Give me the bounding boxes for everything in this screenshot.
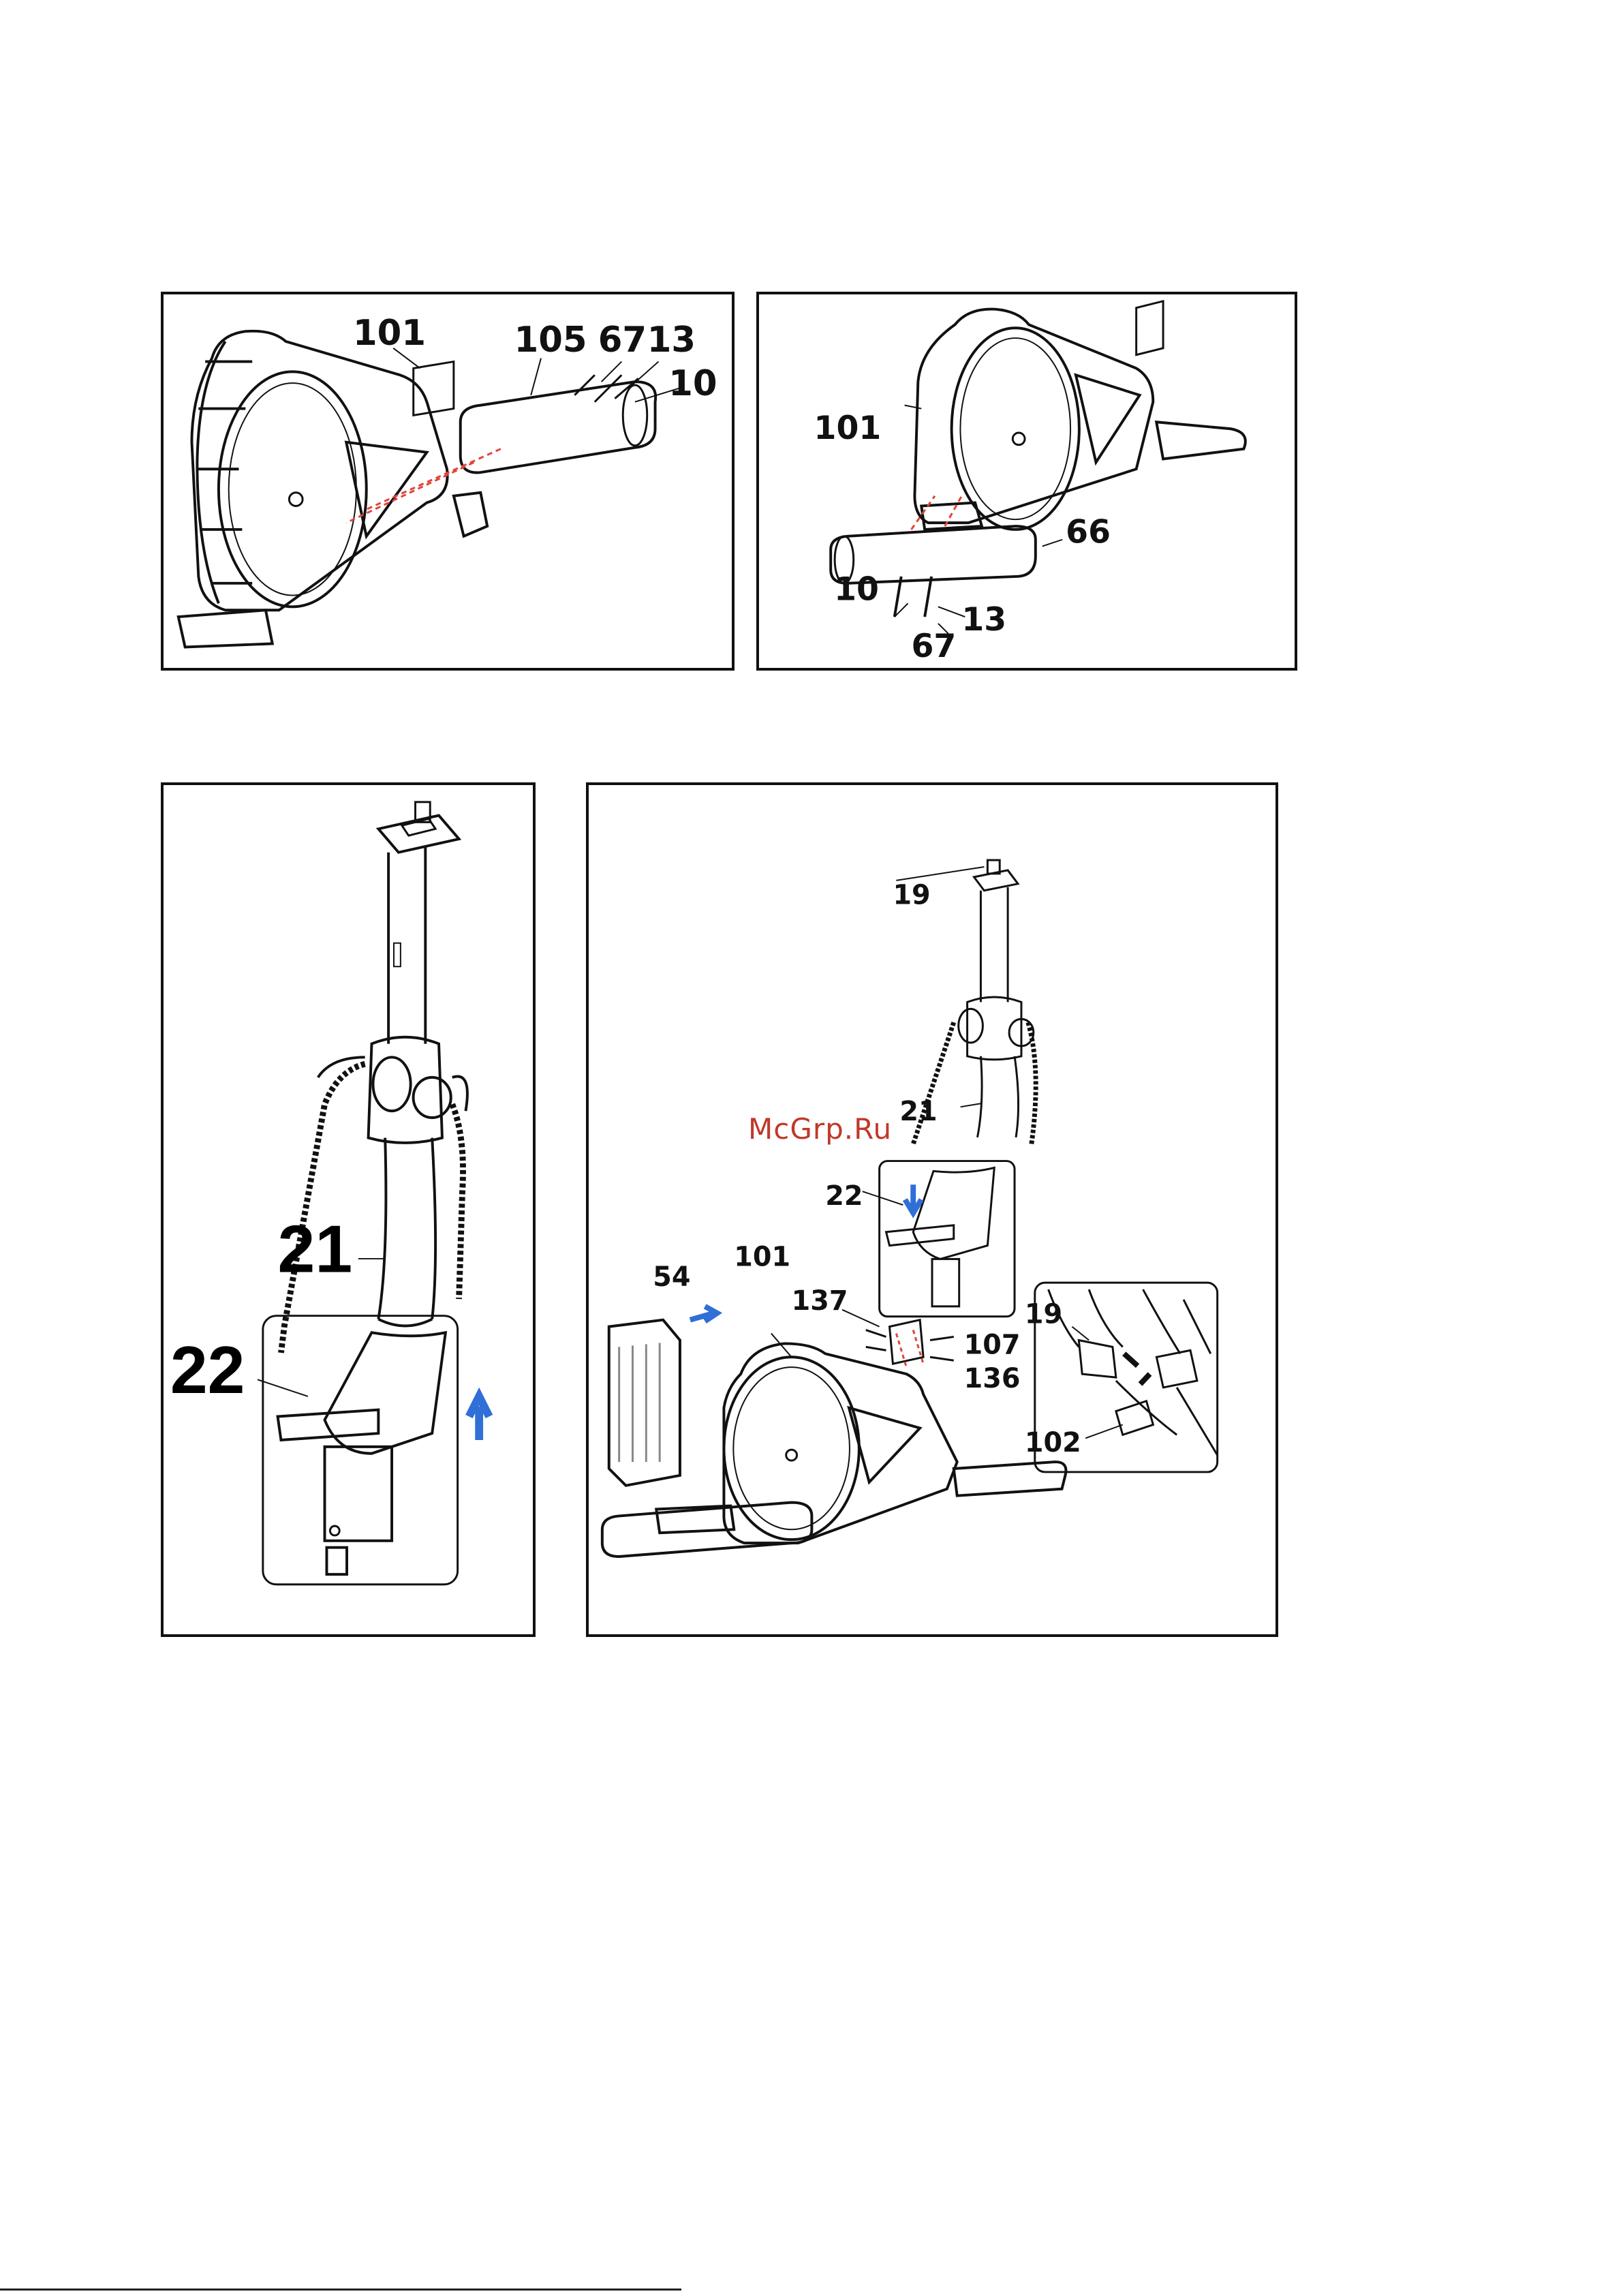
bottom-rule [0, 2289, 681, 2291]
label-136: 136 [964, 1363, 1021, 1394]
figure-panel-post-assembly: 21 22 [161, 782, 536, 1637]
label-21: 21 [899, 1096, 937, 1127]
label-101: 101 [734, 1241, 790, 1272]
post-diagram: 21 22 [164, 785, 533, 1634]
label-22: 22 [170, 1332, 245, 1407]
label-102: 102 [1025, 1427, 1081, 1458]
final-assembly-diagram: 19 21 22 54 101 137 107 136 19 102 [589, 785, 1276, 1634]
label-66: 66 [1066, 514, 1111, 551]
figure-panel-base-front: 101 105 67 13 10 [161, 292, 735, 671]
front-stabilizer-diagram: 101 105 67 13 10 [164, 294, 732, 668]
label-10: 10 [668, 363, 717, 404]
label-19: 19 [893, 880, 930, 911]
label-21: 21 [278, 1212, 353, 1287]
label-10: 10 [834, 570, 879, 608]
label-67: 67 [911, 628, 956, 665]
label-54: 54 [653, 1261, 690, 1293]
label-13: 13 [961, 601, 1006, 639]
figure-panel-base-rear: 101 66 10 13 67 [756, 292, 1297, 671]
watermark-text: McGrp.Ru [748, 1112, 892, 1146]
figure-panel-final-assembly: 19 21 22 54 101 137 107 136 19 102 [586, 782, 1278, 1637]
label-13: 13 [647, 320, 696, 361]
label-137: 137 [792, 1285, 848, 1317]
label-101: 101 [814, 410, 882, 447]
label-101: 101 [353, 313, 426, 354]
label-107: 107 [964, 1329, 1021, 1360]
rear-stabilizer-diagram: 101 66 10 13 67 [759, 294, 1295, 668]
label-105: 105 [514, 320, 587, 361]
label-19-inset: 19 [1025, 1299, 1062, 1330]
label-67: 67 [598, 320, 647, 361]
label-22: 22 [825, 1180, 863, 1212]
